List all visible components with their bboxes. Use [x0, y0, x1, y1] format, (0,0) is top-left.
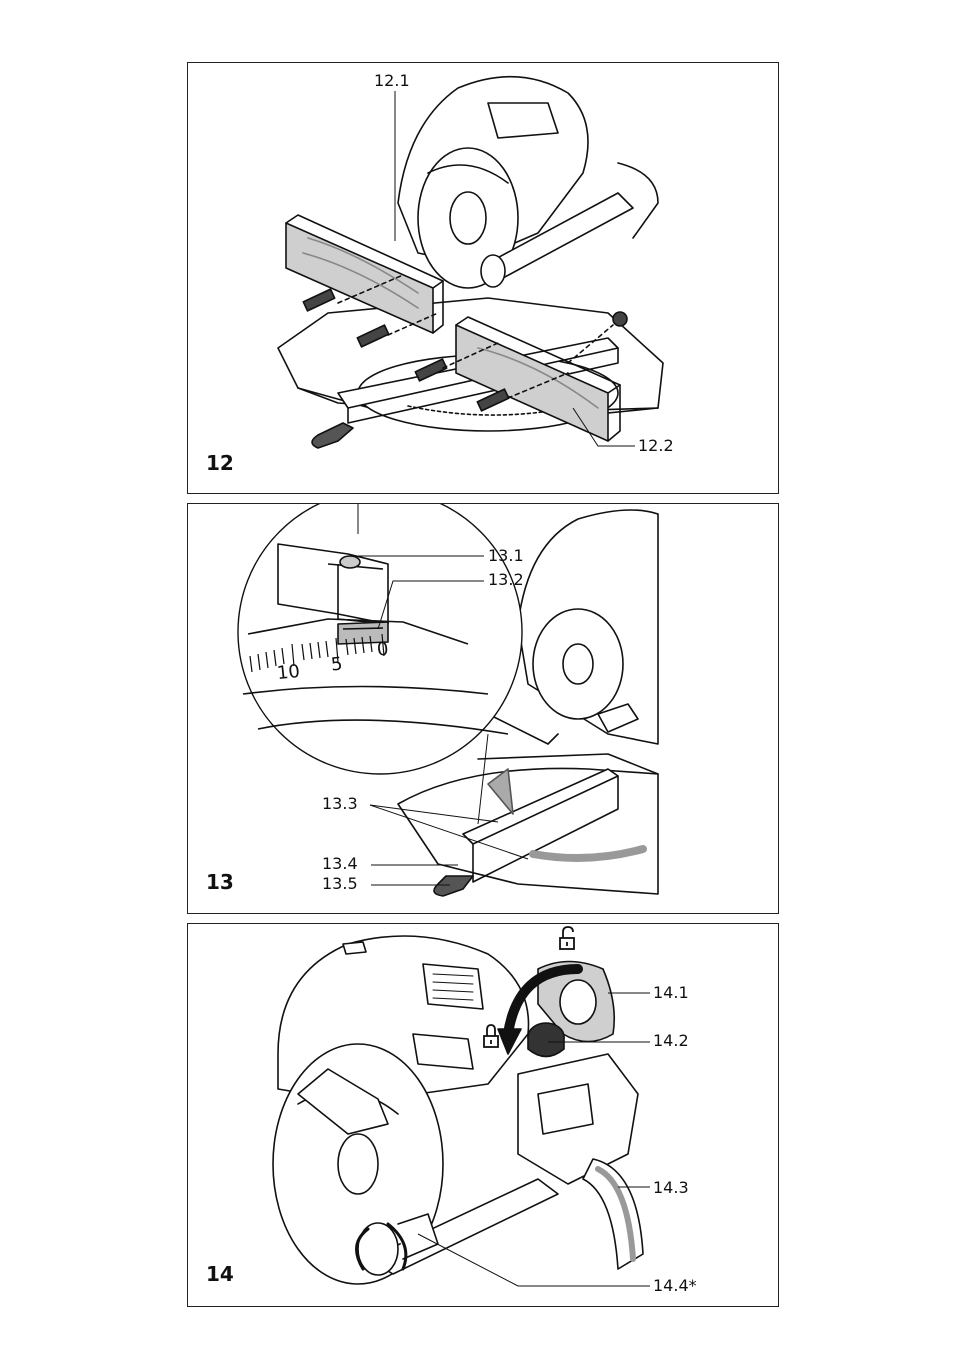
lock-closed-icon	[483, 1024, 499, 1048]
callout-13-1: 13.1	[488, 546, 524, 565]
callout-14-4: 14.4*	[653, 1276, 697, 1295]
scale-label-10: 10	[275, 660, 301, 685]
lock-open-icon	[559, 926, 575, 950]
figure-14-illustration	[272, 926, 650, 1287]
callout-13-3: 13.3	[322, 794, 358, 813]
callout-13-5: 13.5	[322, 874, 358, 893]
figure-14-number: 14	[206, 1262, 234, 1286]
callout-14-2: 14.2	[653, 1031, 689, 1050]
callout-12-1: 12.1	[374, 71, 410, 90]
scale-label-5: 5	[329, 653, 344, 676]
figure-12-panel: 12.1 12.2 12	[187, 62, 779, 494]
callout-13-4: 13.4	[322, 854, 358, 873]
figure-13-illustration	[237, 504, 659, 897]
callout-12-2: 12.2	[638, 436, 674, 455]
scale-label-0: 0	[375, 638, 390, 661]
figure-12-illustration	[277, 75, 664, 449]
callout-14-3: 14.3	[653, 1178, 689, 1197]
figure-12-number: 12	[206, 451, 234, 475]
callout-14-1: 14.1	[653, 983, 689, 1002]
callout-13-2: 13.2	[488, 570, 524, 589]
figure-13-panel: 13.1 13.2 13.3 13.4 13.5 10 5 0 13	[187, 503, 779, 914]
figure-14-panel: 14.1 14.2 14.3 14.4* 14	[187, 923, 779, 1307]
figure-13-number: 13	[206, 870, 234, 894]
